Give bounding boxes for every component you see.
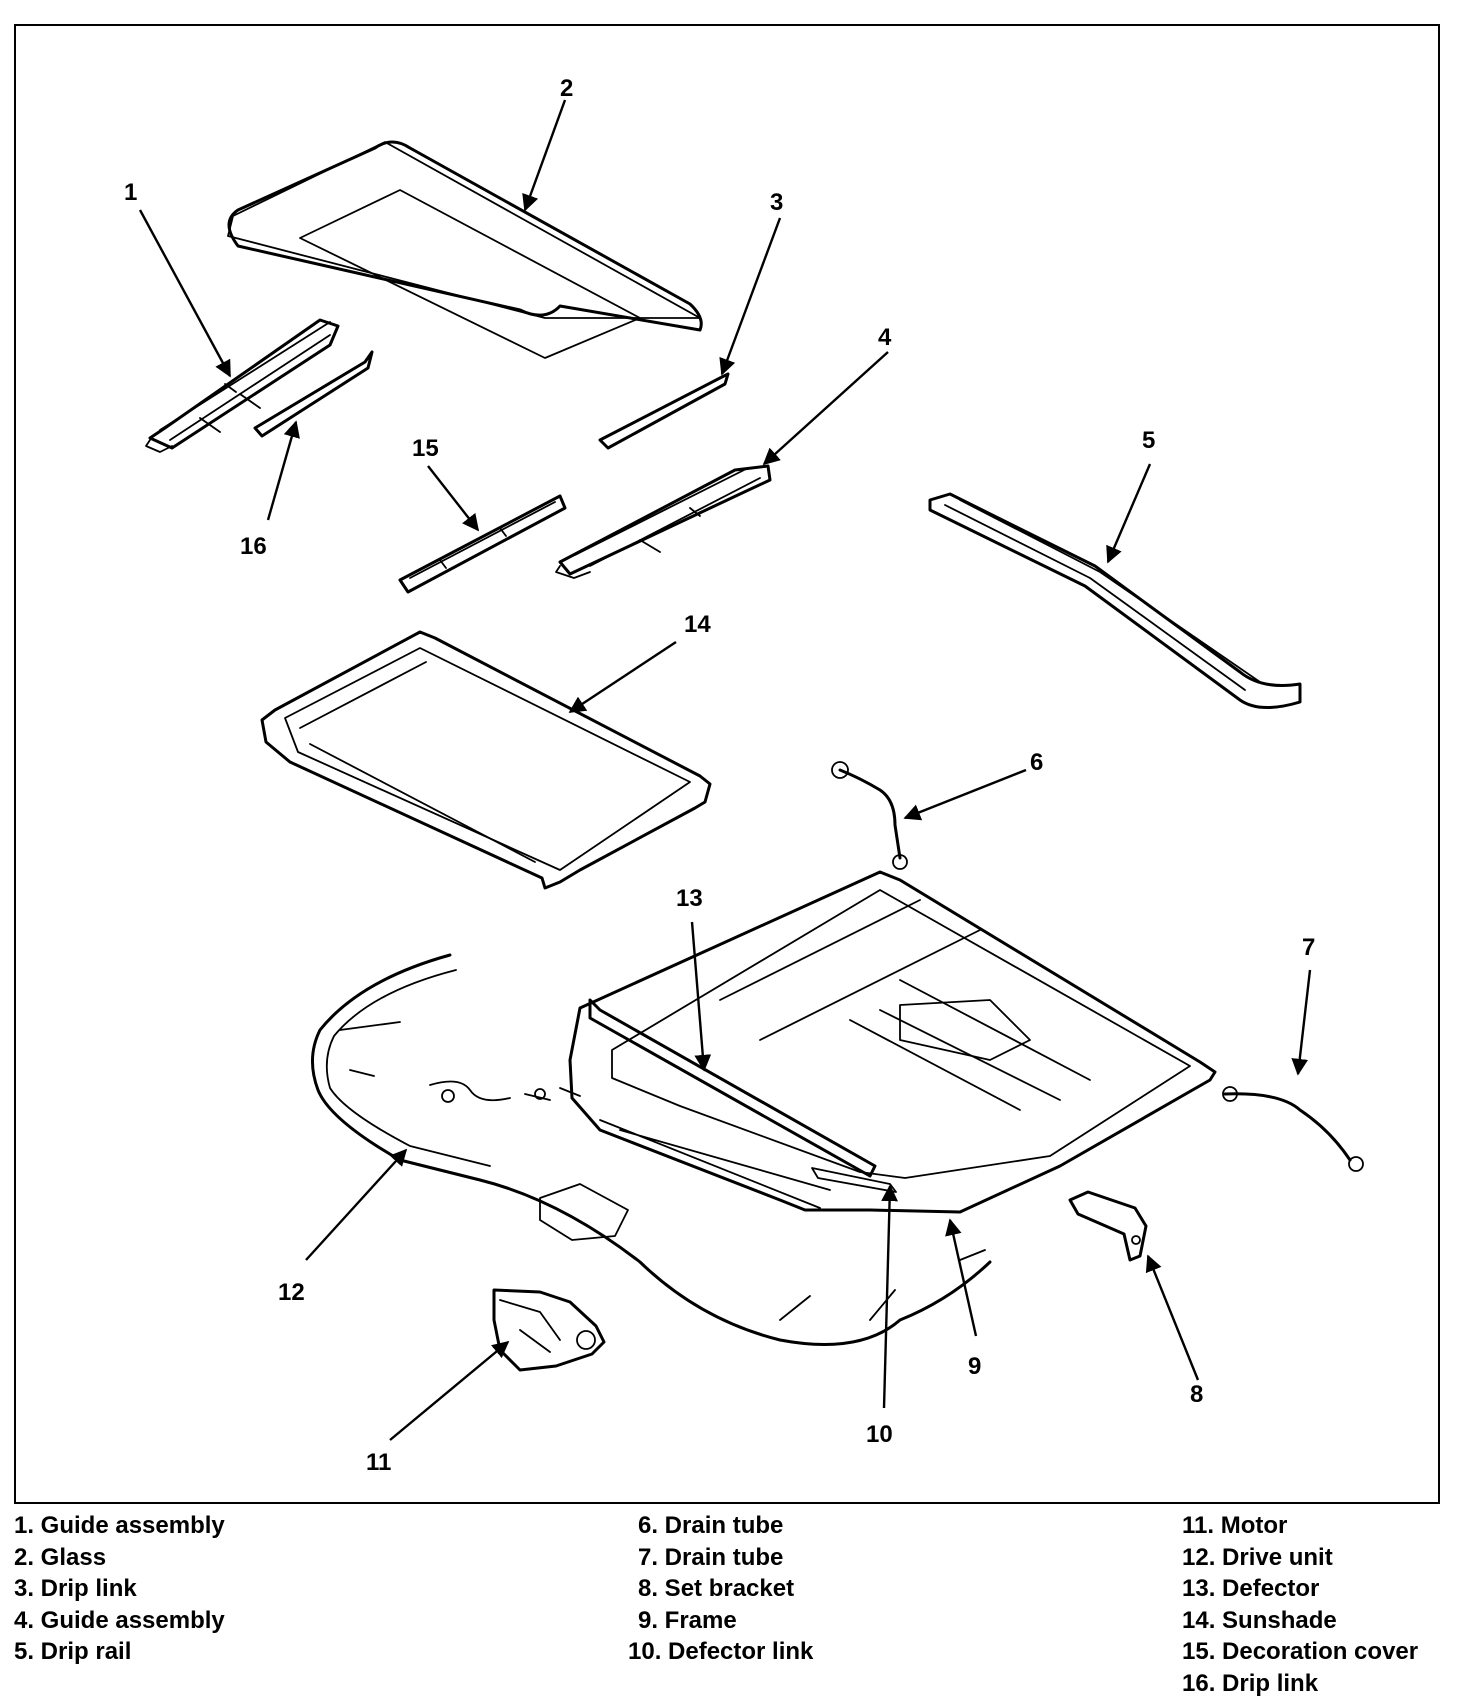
callout-2: 2 [560,75,573,102]
legend-column-1: 1. Guide assembly 2. Glass 3. Drip link … [14,1510,225,1668]
diagram-frame [14,24,1440,1504]
defector-part [588,998,877,1178]
callout-9: 9 [968,1353,981,1380]
callout-12: 12 [278,1279,305,1306]
callout-3: 3 [770,189,783,216]
legend-item: 16. Drip link [1182,1669,1319,1697]
callout-1: 1 [124,179,137,206]
glass-part [227,140,703,359]
callout-10: 10 [866,1421,893,1448]
guide-assembly-1-part [145,318,340,453]
callout-7: 7 [1302,934,1315,961]
set-bracket-part [1068,1190,1148,1262]
guide-assembly-4-part [555,464,772,579]
callout-6: 6 [1030,749,1043,776]
legend-column-3: 11. Motor 12. Drive unit 13. Defector 14… [1182,1510,1418,1699]
callout-5: 5 [1142,427,1155,454]
exploded-sunroof-diagram: 1 2 3 4 5 6 7 8 9 10 11 12 13 14 15 16 [124,75,1364,1476]
legend-item: 3. Drip link [14,1575,137,1602]
callout-15: 15 [412,435,439,462]
legend-item: 5. Drip rail [14,1638,132,1665]
legend-item: 12. Drive unit [1182,1543,1333,1571]
callout-13: 13 [676,885,703,912]
drain-tube-7-part [1222,1086,1364,1172]
leader-lines [138,99,1312,1441]
legend-item: 14. Sunshade [1182,1606,1337,1634]
legend-item: 6. Drain tube [638,1512,784,1539]
callout-4: 4 [878,324,892,351]
legend-item: 4. Guide assembly [14,1606,225,1634]
frame-part [568,870,1217,1214]
drip-rail-part [928,492,1302,710]
drip-link-3-part [598,372,730,450]
legend-item: 1. Guide assembly [14,1512,225,1539]
callout-14: 14 [684,611,711,638]
motor-part [492,1288,606,1372]
callout-labels: 1 2 3 4 5 6 7 8 9 10 11 12 13 14 15 16 [124,75,1315,1476]
drain-tube-6-part [831,761,908,870]
legend-item: 9. Frame [638,1606,737,1634]
legend-column-2: 6. Drain tube 7. Drain tube 8. Set brack… [628,1510,813,1668]
legend-item: 10. Defector link [628,1638,814,1665]
legend-item: 7. Drain tube [638,1543,784,1571]
sunshade-part [260,630,712,890]
callout-8: 8 [1190,1381,1203,1408]
legend-item: 15. Decoration cover [1182,1638,1419,1665]
drive-unit-part [311,953,992,1346]
legend-item: 8. Set bracket [638,1575,795,1602]
legend-item: 2. Glass [14,1543,107,1571]
decoration-cover-part [398,494,567,594]
drip-link-16-part [253,350,374,438]
callout-11: 11 [366,1449,391,1476]
legend-item: 13. Defector [1182,1575,1320,1602]
legend-item: 11. Motor [1182,1512,1288,1539]
callout-16: 16 [240,533,267,560]
